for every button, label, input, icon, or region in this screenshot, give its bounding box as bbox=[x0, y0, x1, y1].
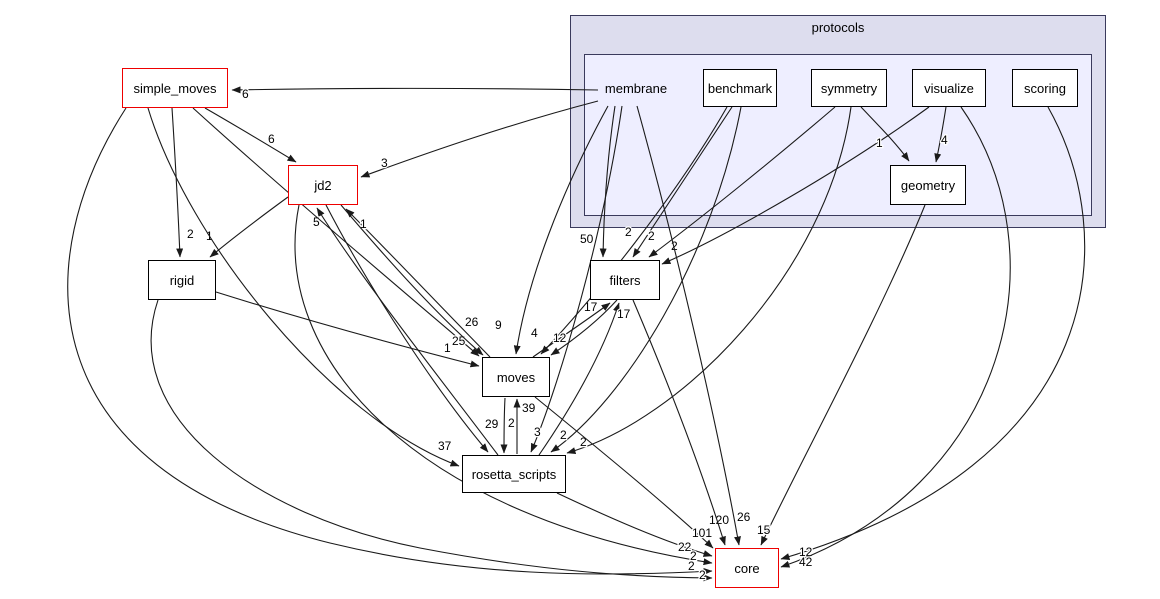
edge-label-rosetta_scripts-filters: 17 bbox=[617, 307, 631, 321]
node-rosetta-scripts[interactable]: rosetta_scripts bbox=[462, 455, 566, 493]
node-visualize[interactable]: visualize bbox=[912, 69, 986, 107]
edge-label-simple_moves-core: 2 bbox=[688, 559, 695, 573]
edge-rosetta_scripts-filters bbox=[538, 302, 620, 456]
edge-rigid-moves bbox=[215, 291, 480, 368]
edge-label-visualize-filters: 2 bbox=[671, 239, 678, 253]
edge-label-symmetry-rosetta_scripts: 2 bbox=[580, 435, 587, 449]
edge-label-rigid-core: 2 bbox=[699, 568, 706, 582]
node-scoring[interactable]: scoring bbox=[1012, 69, 1078, 107]
edge-jd2-moves bbox=[340, 204, 484, 356]
edge-label-scoring-core: 12 bbox=[799, 545, 813, 559]
edge-moves-filters bbox=[532, 302, 611, 358]
node-benchmark[interactable]: benchmark bbox=[703, 69, 777, 107]
edge-label-symmetry-filters: 2 bbox=[648, 229, 655, 243]
edge-label-membrane-core: 26 bbox=[737, 510, 751, 524]
node-symmetry[interactable]: symmetry bbox=[811, 69, 887, 107]
edge-simple_moves-moves bbox=[192, 107, 480, 357]
edge-label-simple_moves-jd2: 6 bbox=[268, 132, 275, 146]
edge-rosetta_scripts-core bbox=[556, 492, 713, 557]
node-rigid[interactable]: rigid bbox=[148, 260, 216, 300]
edge-jd2-rigid bbox=[209, 196, 289, 258]
edge-label-simple_moves-rosetta_scripts: 37 bbox=[438, 439, 452, 453]
edge-rigid-core bbox=[150, 299, 713, 582]
edge-simple_moves-jd2 bbox=[204, 107, 297, 163]
edge-label-moves-core: 120 bbox=[709, 513, 729, 527]
edge-label-jd2-rigid: 1 bbox=[206, 229, 213, 243]
edge-label-moves-filters: 17 bbox=[584, 300, 598, 314]
edge-label-membrane-moves: 9 bbox=[495, 318, 502, 332]
edge-label-rosetta_scripts-core: 22 bbox=[678, 540, 692, 554]
node-filters[interactable]: filters bbox=[590, 260, 660, 300]
node-core[interactable]: core bbox=[715, 548, 779, 588]
edge-label-moves-jd2: 1 bbox=[360, 217, 367, 231]
edge-label-jd2-moves: 1 bbox=[444, 341, 451, 355]
edge-label-filters-core: 101 bbox=[692, 526, 712, 540]
edge-membrane-simple_moves bbox=[231, 86, 599, 94]
node-moves[interactable]: moves bbox=[482, 357, 550, 397]
edge-filters-core bbox=[632, 299, 726, 546]
node-membrane: membrane bbox=[604, 80, 668, 96]
node-simple-moves[interactable]: simple_moves bbox=[122, 68, 228, 108]
edge-simple_moves-rigid bbox=[171, 107, 184, 258]
node-jd2[interactable]: jd2 bbox=[288, 165, 358, 205]
edge-membrane-jd2 bbox=[360, 100, 599, 178]
edge-label-simple_moves-moves: 26 bbox=[465, 315, 479, 329]
edge-label-membrane-simple_moves: 6 bbox=[242, 87, 249, 101]
edge-label-rigid-moves: 25 bbox=[452, 334, 466, 348]
cluster-protocols-label: protocols bbox=[811, 20, 865, 35]
edge-label-moves-rosetta_scripts: 2 bbox=[508, 416, 515, 430]
edge-filters-moves bbox=[550, 299, 618, 356]
edge-label-simple_moves-rigid: 2 bbox=[187, 227, 194, 241]
edge-label-rosetta_scripts-jd2: 5 bbox=[313, 215, 320, 229]
edge-jd2-rosetta_scripts bbox=[325, 204, 489, 453]
edge-label-benchmark-rosetta_scripts: 2 bbox=[560, 428, 567, 442]
edge-moves-jd2 bbox=[345, 208, 491, 358]
edge-rosetta_scripts-jd2 bbox=[316, 207, 499, 456]
node-geometry[interactable]: geometry bbox=[890, 165, 966, 205]
edge-label-visualize-core: 42 bbox=[799, 555, 813, 569]
edge-label-benchmark-moves: 4 bbox=[531, 326, 538, 340]
edge-label-jd2-rosetta_scripts: 29 bbox=[485, 417, 499, 431]
edge-label-membrane-filters: 50 bbox=[580, 232, 594, 246]
edge-label-membrane-rosetta_scripts: 3 bbox=[534, 425, 541, 439]
edge-label-geometry-core: 15 bbox=[757, 523, 771, 537]
edge-label-filters-moves: 12 bbox=[553, 331, 567, 345]
edge-label-jd2-core: 2 bbox=[690, 549, 697, 563]
edge-geometry-core bbox=[760, 204, 926, 546]
edge-label-rosetta_scripts-moves: 39 bbox=[522, 401, 536, 415]
edge-moves-rosetta_scripts bbox=[500, 397, 508, 454]
edge-label-membrane-jd2: 3 bbox=[381, 156, 388, 170]
